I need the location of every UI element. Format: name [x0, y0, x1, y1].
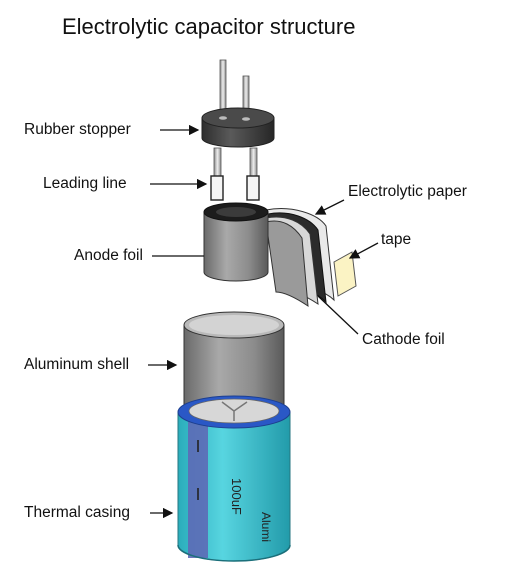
label-tape: tape [381, 231, 412, 248]
casing-capacitance-text: 100uF [229, 478, 244, 515]
label-rubber-stopper: Rubber stopper [24, 121, 131, 138]
electrolytic-paper-arrow [314, 199, 345, 215]
thermal-casing: 100uF Alumi [177, 395, 291, 562]
label-cathode-foil: Cathode foil [362, 331, 445, 348]
cathode-foil-line [317, 295, 359, 335]
label-electrolytic-paper: Electrolytic paper [348, 183, 467, 200]
label-aluminum-shell: Aluminum shell [24, 356, 130, 373]
tape-arrow [348, 242, 379, 259]
label-thermal-casing: Thermal casing [24, 504, 130, 521]
callout-arrows [148, 124, 379, 519]
label-anode-foil: Anode foil [74, 247, 143, 264]
tape-strip [333, 251, 357, 297]
terminal-pin-left [219, 59, 227, 113]
rubber-stopper [201, 59, 275, 148]
capacitor-element [203, 202, 357, 307]
casing-brand-text: Alumi [259, 512, 273, 542]
label-leading-line: Leading line [43, 175, 127, 192]
leading-lines [210, 147, 260, 201]
diagram-title: Electrolytic capacitor structure [62, 14, 356, 39]
